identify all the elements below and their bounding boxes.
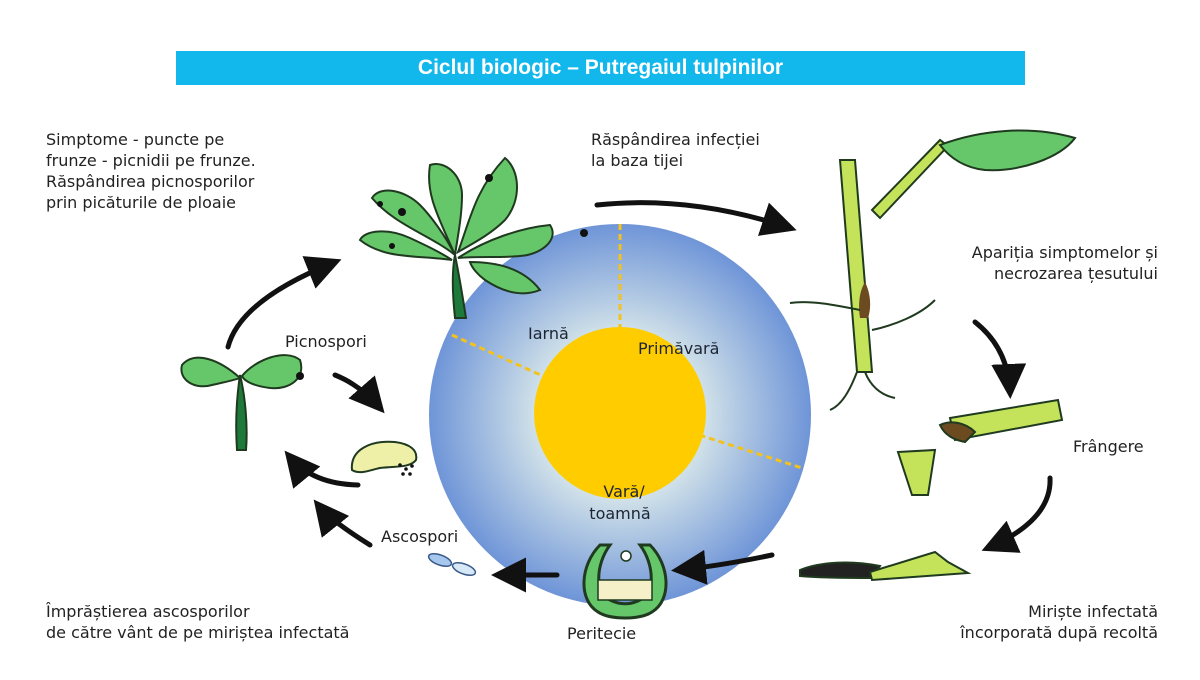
label-symptoms: Simptome - puncte pe frunze - picnidii p…: [46, 130, 256, 212]
broken-stem-illustration: [896, 398, 1064, 496]
season-summer-line2: toamnă: [589, 504, 650, 523]
arrow-right-lower: [981, 475, 1053, 553]
label-breaking: Frângere: [1073, 437, 1144, 456]
label-infected-stubble: Miriște infectată încorporată după recol…: [960, 602, 1158, 642]
arrow-left-lower: [313, 499, 373, 548]
rosette-plant-illustration: [358, 156, 588, 319]
ascospores-illustration: [427, 553, 477, 576]
infected-stem-illustration: [789, 129, 1077, 411]
perithecium-illustration: [582, 543, 668, 620]
season-winter: Iarnă: [528, 324, 569, 343]
label-symptoms-necrosis: Apariția simptomelor și necrozarea țesut…: [971, 243, 1158, 283]
label-ascospore-dispersal: Împrăștierea ascosporilor de către vânt …: [46, 602, 350, 642]
arrow-right-upper: [972, 319, 1027, 399]
label-perithecium: Peritecie: [567, 624, 637, 643]
arrow-pycnospores: [332, 372, 385, 414]
arrow-top: [594, 200, 797, 236]
season-disc: Iarnă Primăvară Vară/ toamnă: [429, 224, 811, 606]
label-infection-spread: Răspândirea infecției la baza tijei: [591, 130, 760, 170]
pycnidium-illustration: [350, 440, 418, 476]
label-pycnospores: Picnospori: [285, 332, 367, 351]
diagram-title: Ciclul biologic – Putregaiul tulpinilor: [176, 51, 1025, 85]
arrow-left-upper: [225, 256, 342, 350]
arrow-left-small: [284, 450, 361, 489]
seedling-illustration: [180, 354, 304, 451]
cycle-arrows: [225, 200, 1053, 593]
label-ascospores: Ascospori: [381, 527, 459, 546]
season-summer-line1: Vară/: [603, 482, 645, 501]
infected-stubble-illustration: [799, 550, 972, 582]
sun: [534, 327, 706, 499]
arrow-bottom-right: [671, 549, 775, 585]
season-spring: Primăvară: [638, 339, 719, 358]
